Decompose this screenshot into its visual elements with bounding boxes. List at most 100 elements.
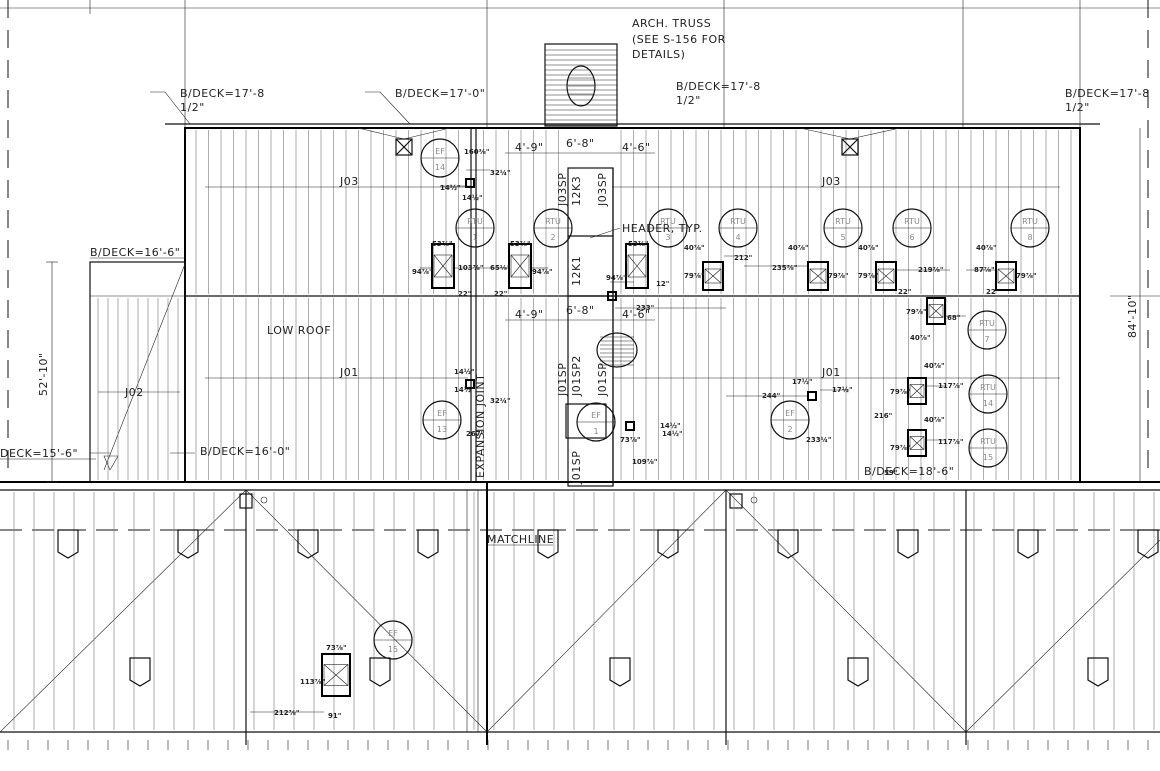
dimension-label: 79⅞" — [906, 308, 927, 316]
equipment-curb — [995, 261, 1017, 291]
dimension-label: 91" — [328, 712, 341, 720]
joist-12k1: 12K1 — [570, 256, 583, 286]
roof-drain-icon — [417, 529, 439, 559]
dimension-label: 14½" — [462, 194, 483, 202]
joist-j01sp-b: J01SP — [596, 363, 609, 397]
overall-dimensions: 52'-10" 84'-10" — [37, 128, 1160, 483]
dimension-label: 14½" — [662, 430, 683, 438]
dimension-label: 12" — [656, 280, 669, 288]
dimension-label: 160⅜" — [464, 148, 490, 156]
joist-12k3: 12K3 — [570, 176, 583, 206]
joist-lines-low — [97, 298, 179, 480]
equipment-type: RTU — [545, 217, 561, 226]
roof-hatch-symbols — [357, 127, 901, 156]
equipment-type: EF — [437, 409, 447, 418]
dimension-label: 53⅞" — [432, 240, 453, 248]
hatched-opening — [596, 332, 638, 368]
roof-drain-icon — [609, 657, 631, 687]
deck-label-6: DECK=15'-6" — [0, 447, 78, 460]
general-notes: ARCH. TRUSS (SEE S-156 FOR DETAILS) HEAD… — [267, 17, 725, 546]
joist-j02: J02 — [124, 386, 144, 399]
dimension-label: 22" — [458, 290, 471, 298]
dim-52-10: 52'-10" — [37, 352, 50, 396]
joist-j03sp-a: J03SP — [556, 173, 569, 207]
equipment-tag-rtu7: RTU 7 — [967, 310, 1007, 350]
equipment-curb — [807, 261, 829, 291]
equipment-type: RTU — [1022, 217, 1038, 226]
equipment-tags: EF14RTU1RTU2RTU3RTU4RTU5RTU6RTU8RTU7RTU1… — [373, 138, 1050, 660]
dimension-label: 79⅞" — [858, 272, 879, 280]
roof-drain-icon — [129, 657, 151, 687]
dimension-label: 40⅞" — [924, 416, 945, 424]
equipment-curb — [625, 243, 649, 289]
dimension-label: 59" — [884, 469, 897, 477]
equipment-number: 13 — [437, 425, 447, 434]
equipment-type: RTU — [660, 217, 676, 226]
equipment-curb — [875, 261, 897, 291]
dimension-label: 212" — [734, 254, 752, 262]
equipment-curb — [907, 377, 927, 405]
dimension-label: 73⅞" — [326, 644, 347, 652]
equipment-tag-ef2: EF2 — [770, 400, 810, 440]
equipment-curb — [508, 243, 532, 289]
dimension-label: 79⅞" — [684, 272, 705, 280]
equipment-number: 15 — [388, 645, 398, 654]
equipment-number: 6 — [909, 233, 914, 242]
equipment-type: EF — [435, 147, 445, 156]
equipment-type: EF — [591, 411, 601, 420]
dimension-label: 216" — [874, 412, 892, 420]
equipment-type: RTU — [730, 217, 746, 226]
deck-label-4a: B/DECK=17'-8 — [1065, 87, 1150, 100]
roof-drain-icon — [847, 657, 869, 687]
equipment-curb — [702, 261, 724, 291]
equipment-type: RTU — [835, 217, 851, 226]
equipment-type: RTU — [467, 217, 483, 226]
support-point — [807, 391, 817, 401]
dimension-label: 79⅞" — [828, 272, 849, 280]
joist-lines-lower — [13, 492, 1155, 730]
roof-drain-icon — [297, 529, 319, 559]
matchline-label: MATCHLINE — [487, 533, 554, 546]
roof-drain-icon — [1137, 529, 1159, 559]
roof-drain-icon — [369, 657, 391, 687]
equipment-type: EF — [388, 629, 398, 638]
equipment-number: 14 — [435, 163, 445, 172]
dimension-label: 17½" — [792, 378, 813, 386]
equipment-tag-ef13: EF 13 — [422, 400, 462, 440]
dimension-label: 212⅞" — [274, 709, 300, 717]
low-roof-label: LOW ROOF — [267, 324, 331, 337]
dimension-label: 53⅞" — [628, 240, 649, 248]
roof-drain-icon — [897, 529, 919, 559]
spacing-4-9-mid: 4'-9" — [515, 308, 544, 321]
dimension-label: 233¼" — [806, 436, 832, 444]
dimension-label: 14½" — [440, 184, 461, 192]
equipment-type: RTU — [979, 319, 995, 328]
dimension-label: 14½" — [454, 386, 475, 394]
equipment-type: RTU — [980, 437, 996, 446]
equipment-tag-ef1: EF1 — [576, 402, 616, 442]
dimension-label: 113⅞" — [300, 678, 326, 686]
support-point — [607, 291, 617, 301]
joist-j03sp-b: J03SP — [596, 173, 609, 207]
equipment-curb — [321, 653, 351, 697]
dimension-label: 40⅞" — [910, 334, 931, 342]
joist-j01-right: J01 — [821, 366, 841, 379]
support-point — [625, 421, 635, 431]
left-dashed-boundary — [7, 0, 1149, 480]
equipment-dimensions: 160⅜"32¼"14½"14½"53⅞"53⅞"94⅞"103⅞"65⅛"94… — [250, 148, 1037, 720]
deck-label-4b: 1/2" — [1065, 101, 1090, 114]
support-point — [465, 178, 475, 188]
dimension-label: 79⅞" — [1016, 272, 1037, 280]
lower-building — [0, 481, 1160, 745]
support-point — [465, 379, 475, 389]
equipment-number: 7 — [984, 335, 989, 344]
dimension-label: 53⅞" — [510, 240, 531, 248]
dimension-label: 32¼" — [490, 169, 511, 177]
roof-drain-icon — [1017, 529, 1039, 559]
